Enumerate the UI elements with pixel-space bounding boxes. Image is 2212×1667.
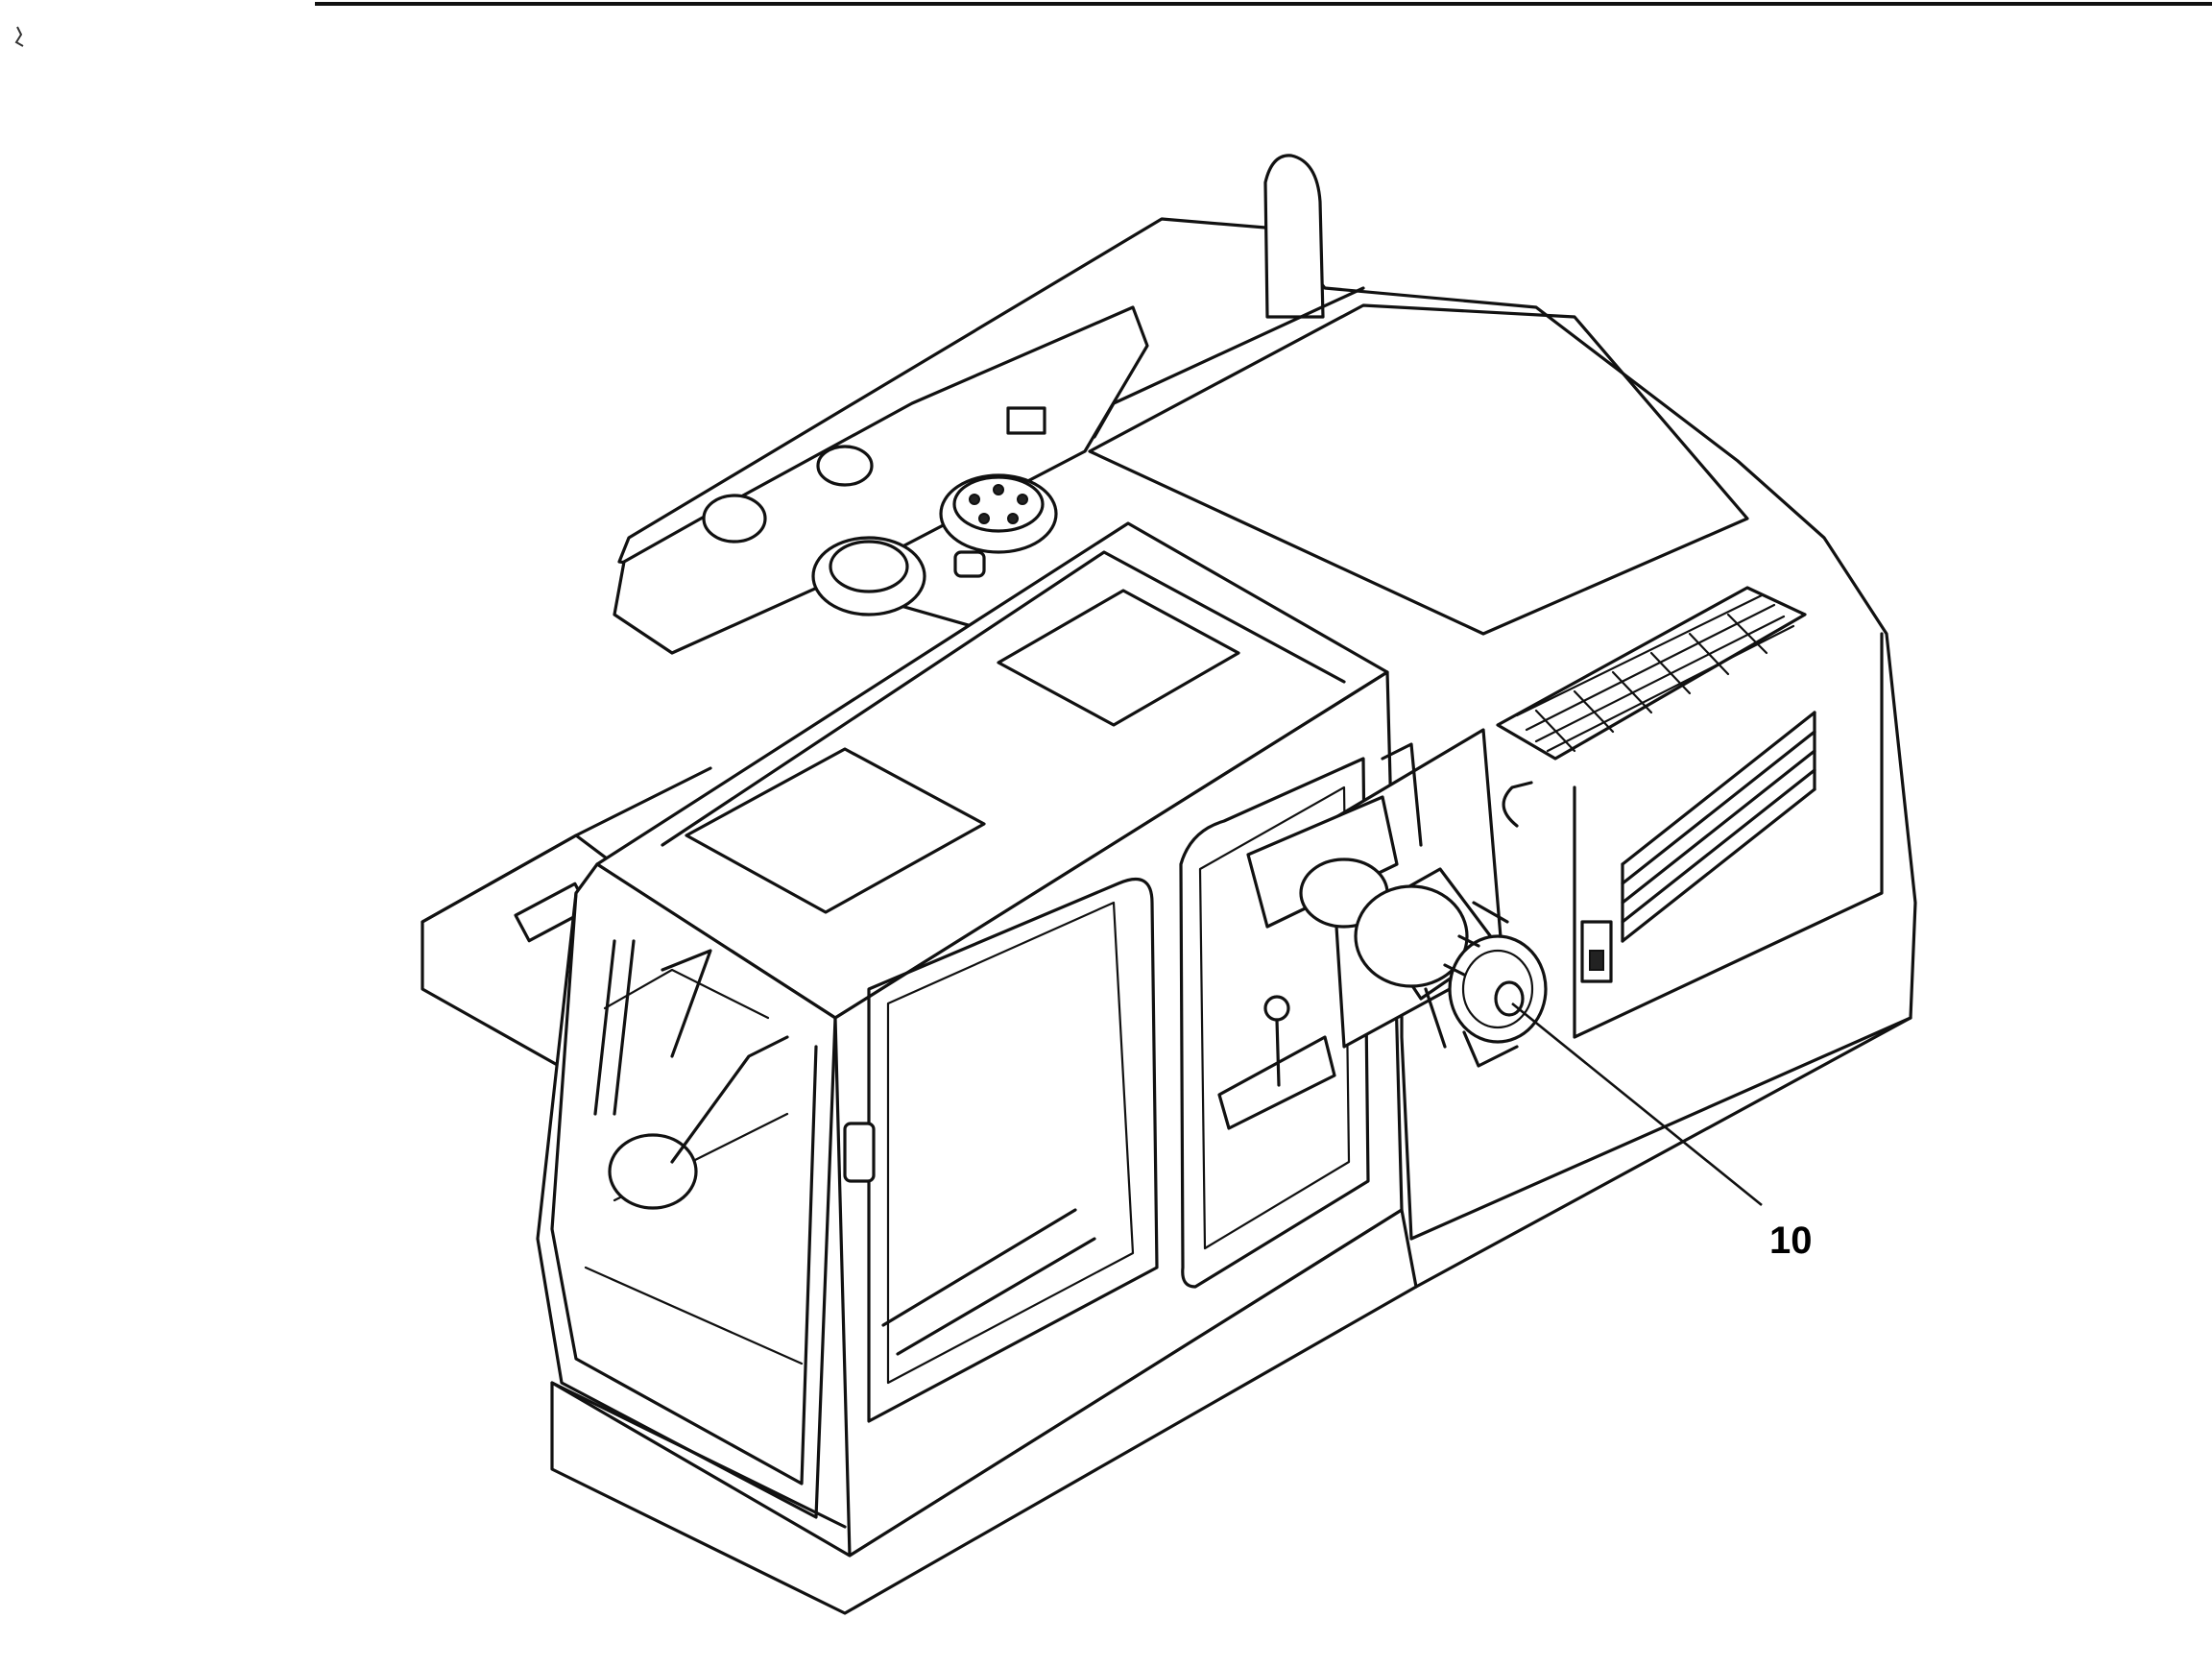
callout-10: 10 [1511,1002,1813,1262]
door-handle [843,1122,876,1183]
callout-label-10: 10 [1769,1220,1813,1262]
hood-latch [1006,406,1046,435]
side-louvers [1621,711,1816,943]
callout-leader-line [1511,1002,1763,1207]
roof-hatch-rear [997,589,1240,727]
component-10-unit [1246,728,1548,1068]
scan-artifact [14,26,24,47]
radiator-grille [1515,593,1795,753]
roof-hatch-front [685,747,986,914]
fuel-cap [702,494,767,544]
filler-cap [811,473,1058,616]
machine-body [421,154,1917,1241]
cab-door [867,878,1159,1423]
